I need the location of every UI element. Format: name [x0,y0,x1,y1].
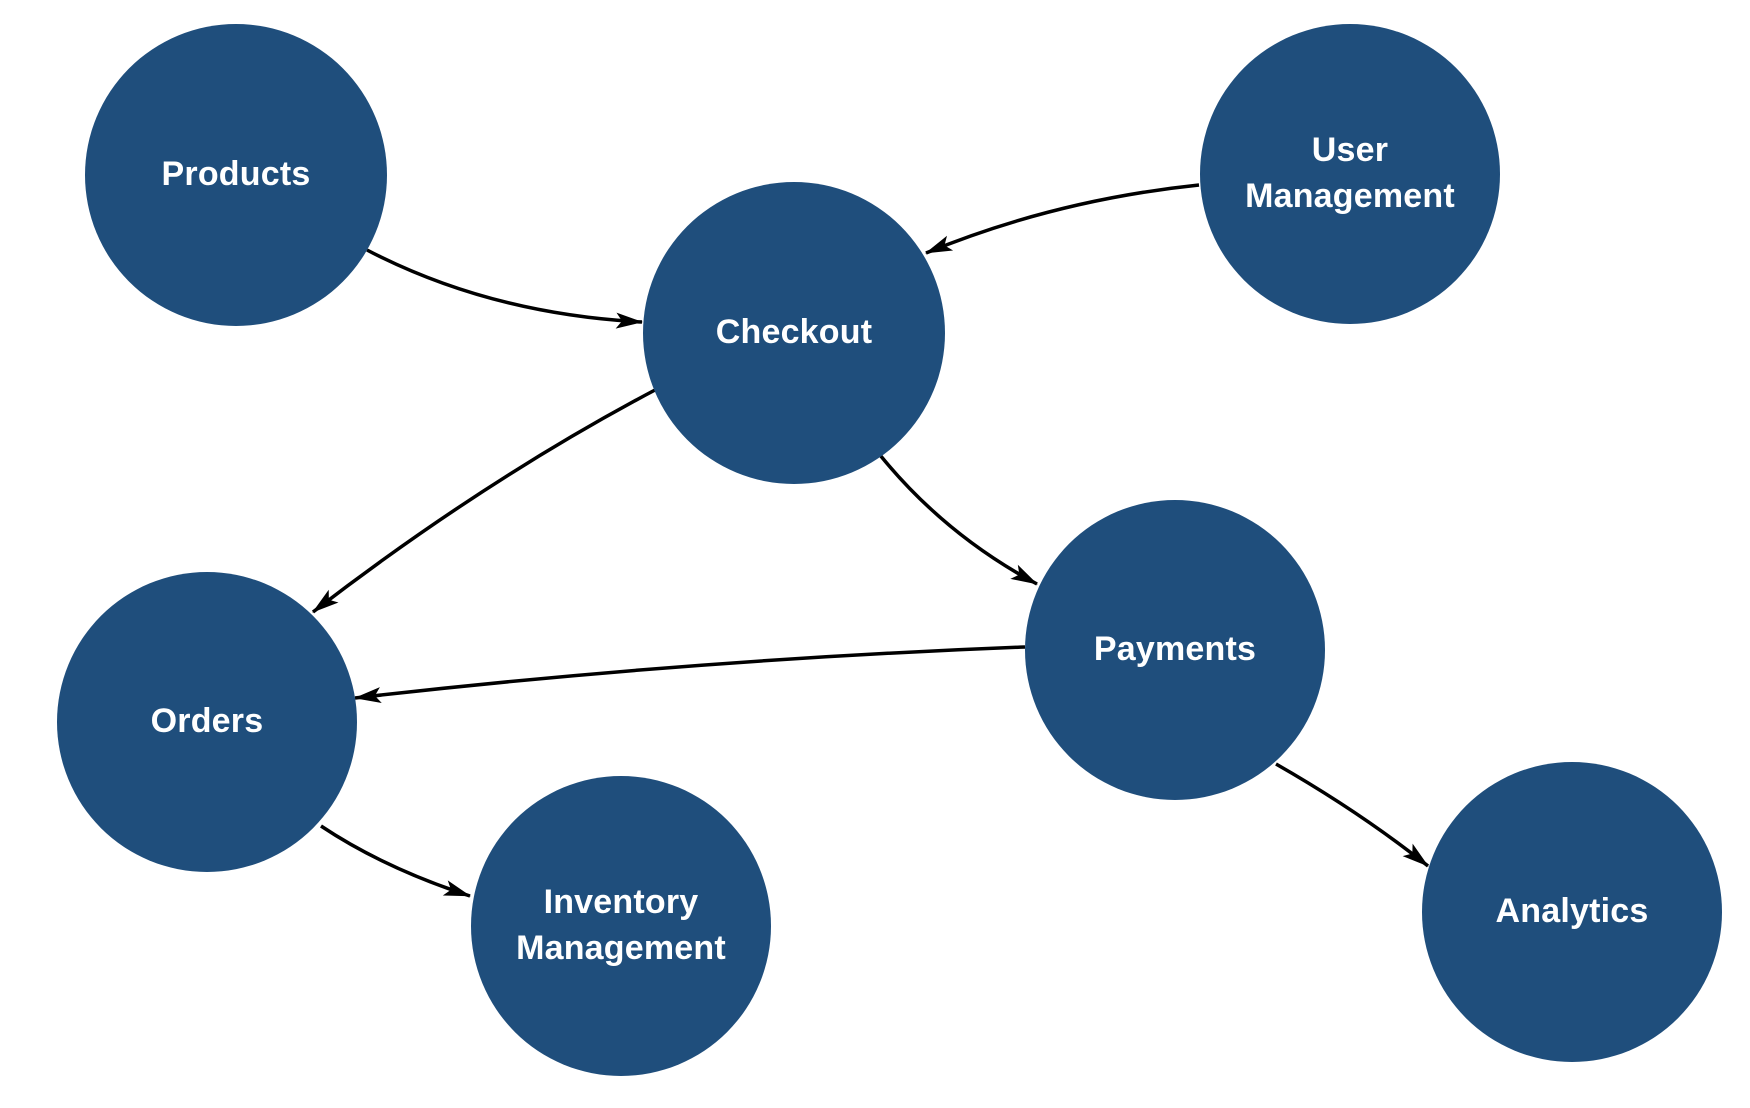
node-payments: Payments [1025,500,1325,800]
edge-payments-to-analytics [1275,762,1430,868]
node-label-checkout: Checkout [715,313,873,352]
node-orders: Orders [57,572,357,872]
edge-checkout-to-payments [878,453,1038,586]
node-checkout: Checkout [643,182,945,484]
node-analytics: Analytics [1422,762,1722,1062]
edge-orders-to-inventory-management [320,824,471,898]
node-label-inventory-management: Inventory Management [516,883,726,967]
edge-user-management-to-checkout [925,183,1200,255]
node-label-products: Products [161,155,311,194]
node-products: Products [85,24,387,326]
edge-payments-to-orders [354,645,1026,703]
node-inventory-management: Inventory Management [471,776,771,1076]
node-user-management: User Management [1200,24,1500,324]
edge-products-to-checkout [366,248,643,329]
node-label-orders: Orders [150,702,264,741]
node-label-user-management: User Management [1245,131,1455,215]
node-label-payments: Payments [1093,630,1257,669]
edge-checkout-to-orders [311,388,656,614]
node-label-analytics: Analytics [1495,892,1649,931]
